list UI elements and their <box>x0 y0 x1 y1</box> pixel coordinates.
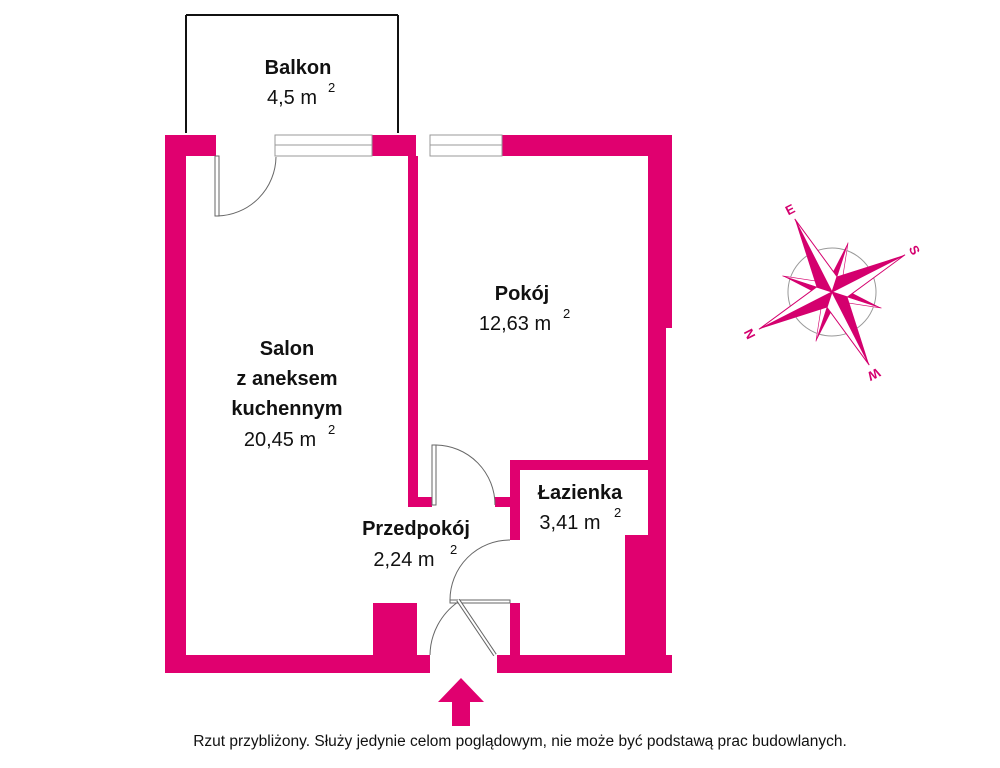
compass-e: E <box>783 201 798 218</box>
room-name-salon: kuchennym <box>231 398 342 420</box>
balcony-door <box>214 155 277 217</box>
room-name-pokoj: Pokój <box>495 283 549 305</box>
windows <box>274 134 503 157</box>
room-area-salon: 20,45 m <box>244 429 316 451</box>
pokoj-door <box>431 444 496 506</box>
room-area-exp: 2 <box>328 80 335 95</box>
disclaimer-note: Rzut przybliżony. Służy jedynie celom po… <box>193 733 847 750</box>
entrance-door <box>429 598 497 657</box>
compass-s: S <box>906 243 923 258</box>
balcony-outline <box>185 14 399 133</box>
compass-n: N <box>741 326 759 341</box>
room-area-balkon: 4,5 m <box>267 87 317 109</box>
bathroom-door <box>449 539 511 604</box>
room-name-przedpokoj: Przedpokój <box>362 518 470 540</box>
room-name-salon: Salon <box>260 338 314 360</box>
doors <box>214 155 511 657</box>
room-area-exp: 2 <box>450 542 457 557</box>
room-area-exp: 2 <box>563 306 570 321</box>
room-area-lazienka: 3,41 m <box>539 512 600 534</box>
room-area-exp: 2 <box>614 505 621 520</box>
compass-w: W <box>864 365 882 384</box>
room-area-przedpokoj: 2,24 m <box>373 549 434 571</box>
room-area-pokoj: 12,63 m <box>479 313 551 335</box>
arrow-up-icon <box>438 678 484 726</box>
room-name-salon: z aneksem <box>236 368 337 390</box>
room-name-lazienka: Łazienka <box>538 482 623 504</box>
walls <box>165 135 672 673</box>
compass-rose: N S E W <box>741 201 923 384</box>
room-name-balkon: Balkon <box>265 57 332 79</box>
room-area-exp: 2 <box>328 422 335 437</box>
